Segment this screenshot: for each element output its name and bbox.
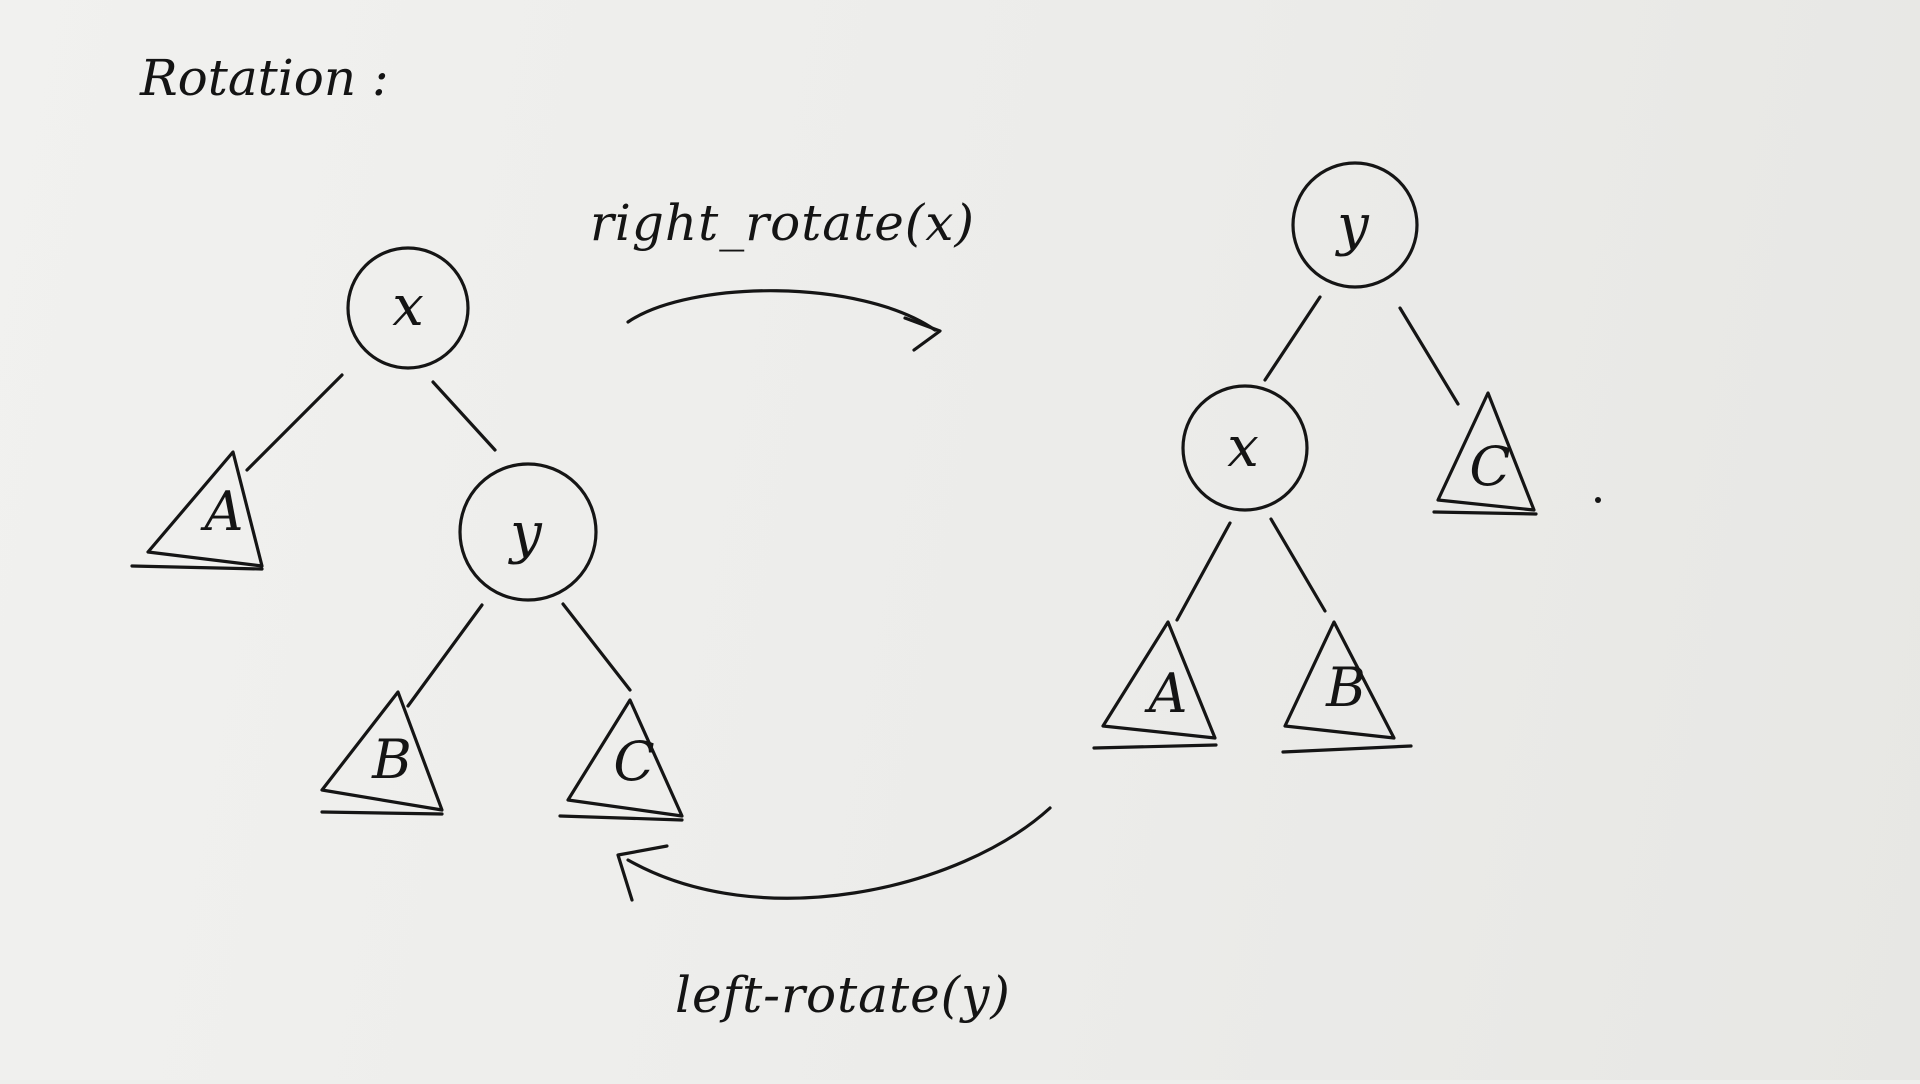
left-tree-subtree-A-label: A — [200, 480, 244, 543]
right-rotate-label: right_rotate(x) — [590, 194, 975, 252]
left-rotate-label: left-rotate(y) — [675, 966, 1011, 1024]
right-tree-edge-x-A — [1175, 521, 1232, 622]
right-tree-subtree-A-label: A — [1144, 662, 1188, 725]
left-tree-edge-y-C — [561, 602, 632, 692]
right-tree-node-x-label: x — [1227, 415, 1259, 480]
left-tree-subtree-B-label: B — [371, 728, 412, 791]
right-tree-subtree-B-label: B — [1325, 656, 1366, 719]
left-tree-subtree-C-base — [558, 814, 684, 822]
right-tree-subtree-C-label: C — [1469, 435, 1510, 498]
left-rotate-arrowhead-icon — [616, 844, 669, 902]
right-tree-node-y-label: y — [1334, 193, 1370, 258]
right-tree-subtree-C-base — [1432, 510, 1538, 516]
left-tree-subtree-A-triangle — [146, 450, 264, 568]
left-tree-node-x-label: x — [392, 274, 424, 339]
right-rotate-operation: right_rotate(x) — [590, 194, 975, 352]
left-tree-node-x-circle — [346, 246, 470, 370]
ink-dot — [1595, 497, 1601, 503]
diagram-title: Rotation : — [139, 49, 389, 107]
left-tree-edge-x-y — [431, 380, 497, 452]
left-tree-subtree-C-label: C — [613, 730, 654, 793]
right-tree-subtree-B-triangle — [1283, 620, 1396, 740]
left-tree-node-y-circle — [458, 462, 598, 602]
left-tree-subtree-B-base — [320, 810, 444, 816]
right-tree-subtree-B-base — [1281, 744, 1413, 754]
right-tree-subtree-C-triangle — [1436, 391, 1536, 512]
right-tree-edge-y-x — [1263, 295, 1322, 382]
right-rotate-arrowhead-icon — [903, 316, 942, 352]
left-rotate-arrow — [626, 806, 1052, 900]
left-tree-node-y-label: y — [507, 501, 543, 566]
left-tree: x A y B C — [130, 246, 684, 822]
right-tree: y C x A B — [1092, 161, 1601, 754]
right-tree-node-x-circle — [1181, 384, 1309, 512]
right-tree-node-y-circle — [1291, 161, 1419, 289]
left-tree-subtree-A-base — [130, 564, 264, 571]
right-tree-subtree-A-base — [1092, 743, 1218, 750]
right-tree-edge-x-B — [1269, 517, 1327, 613]
right-rotate-arrow — [626, 289, 937, 332]
left-tree-subtree-B-triangle — [320, 690, 444, 812]
right-tree-subtree-A-triangle — [1101, 620, 1217, 740]
left-tree-edge-x-A — [245, 373, 344, 472]
left-rotate-operation: left-rotate(y) — [616, 806, 1052, 1024]
right-tree-edge-y-C — [1398, 306, 1460, 406]
left-tree-edge-y-B — [406, 603, 484, 708]
left-tree-subtree-C-triangle — [566, 698, 684, 818]
